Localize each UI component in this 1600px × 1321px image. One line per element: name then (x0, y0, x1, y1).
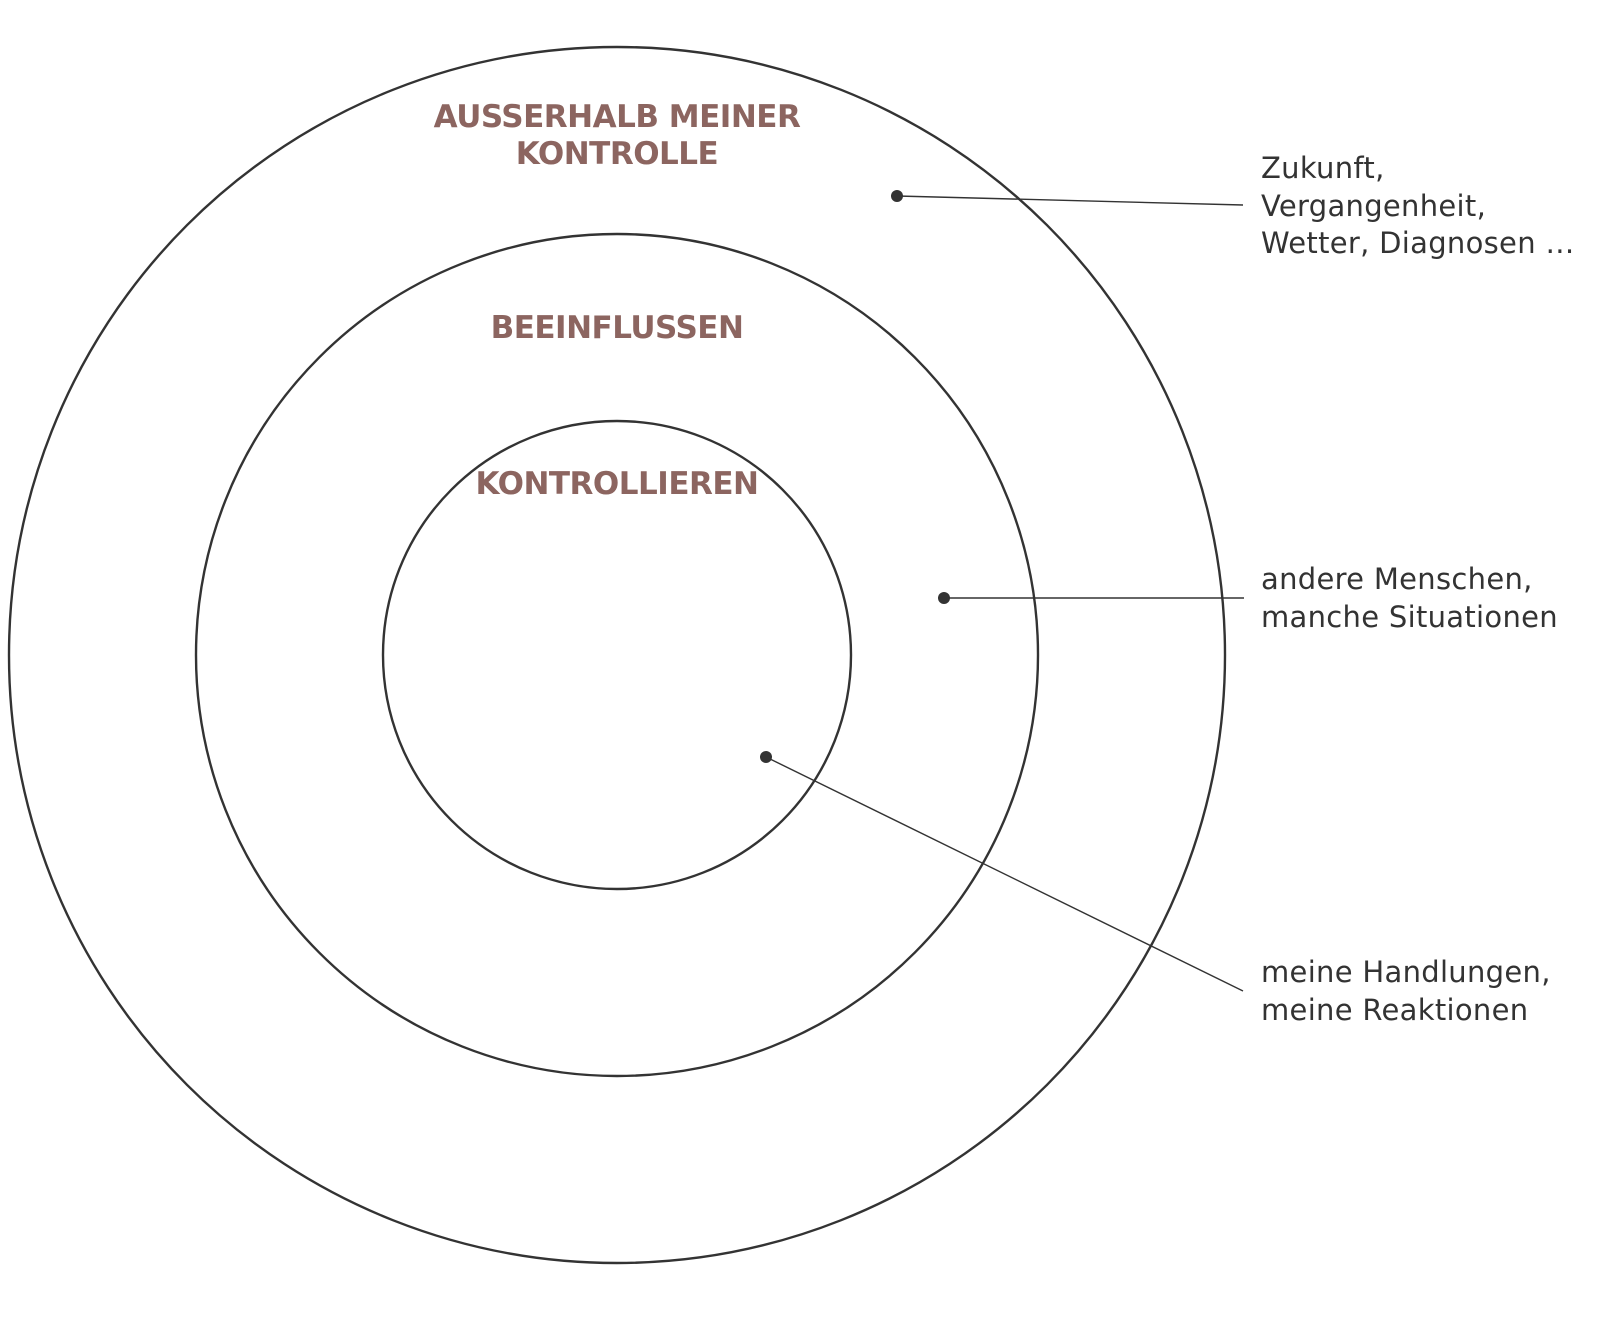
outer-circle (7, 45, 1227, 1265)
inner-circle (381, 419, 853, 891)
middle-zone-note-line-2: manche Situationen (1261, 600, 1558, 634)
middle-zone-note-line-1: andere Menschen, (1261, 562, 1533, 596)
middle-zone-leader-dot (938, 592, 950, 604)
middle-circle (194, 232, 1040, 1078)
inner-zone-label: KONTROLLIEREN (475, 466, 758, 502)
outer-zone-leader-line (896, 195, 1244, 206)
outer-zone-label-line-1: AUSSERHALB MEINER (434, 99, 801, 135)
middle-zone-label: BEEINFLUSSEN (491, 310, 744, 346)
outer-zone-label-line-2: KONTROLLE (516, 136, 718, 172)
outer-zone-leader-dot (891, 190, 903, 202)
inner-zone-note-line-2: meine Reaktionen (1261, 993, 1528, 1027)
outer-zone-note-line-2: Vergangenheit, (1261, 189, 1486, 223)
inner-zone-leader-line (765, 756, 1244, 992)
inner-zone-leader-dot (760, 751, 772, 763)
inner-zone-note-line-1: meine Handlungen, (1261, 955, 1551, 989)
outer-zone-note-line-1: Zukunft, (1261, 151, 1385, 185)
outer-zone-note-line-3: Wetter, Diagnosen … (1261, 226, 1575, 260)
